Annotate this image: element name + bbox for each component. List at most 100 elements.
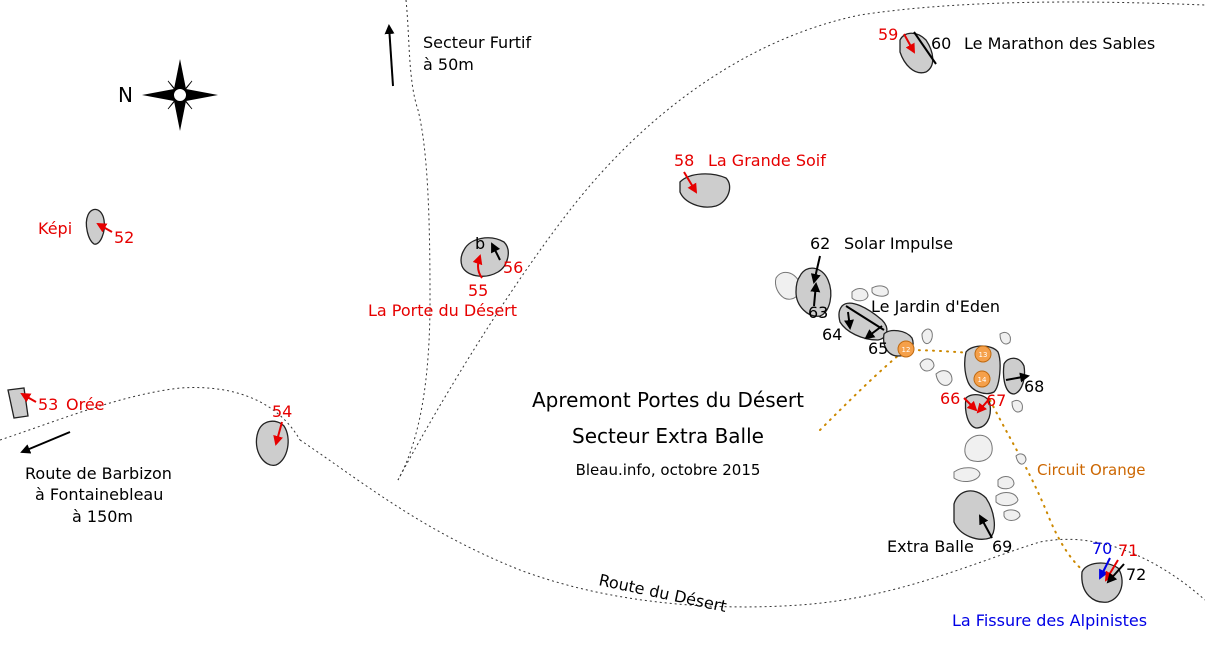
boulder-53-name: Orée <box>66 395 105 414</box>
arrow-52 <box>96 223 113 233</box>
direction-secteur-furtif: Secteur Furtif à 50m <box>384 24 531 87</box>
arrow-55 <box>472 254 483 279</box>
boulder-65-number: 65 <box>868 339 888 358</box>
boulder-69-number: 69 <box>992 537 1012 556</box>
map-title: Apremont Portes du Désert <box>532 388 804 412</box>
arrow-58 <box>683 171 698 194</box>
boulder-63-number: 63 <box>808 303 828 322</box>
boulder-53-shape <box>7 387 29 419</box>
circuit-stop-13-bubble <box>974 345 992 363</box>
boulder-68-shape <box>1002 357 1026 395</box>
boulder-62-63[interactable]: 62 Solar Impulse 63 <box>795 234 953 322</box>
boulder-58-shape <box>679 173 731 208</box>
arrow-54 <box>273 421 283 446</box>
boulder-64-name: Le Jardin d'Eden <box>871 297 1000 316</box>
circuit-stop-13[interactable]: 13 <box>974 345 992 363</box>
light-boulder-11 <box>997 476 1015 490</box>
path-north-east <box>397 1 1205 481</box>
boulder-54-number: 54 <box>272 402 292 421</box>
arrow-68 <box>1005 372 1030 383</box>
light-boulder-4 <box>921 328 933 344</box>
boulder-62-number: 62 <box>810 234 830 253</box>
boulder-52-name: Képi <box>38 219 72 238</box>
compass-w-point <box>142 89 180 101</box>
boulder-58[interactable]: 58 La Grande Soif <box>674 151 826 208</box>
boulder-52[interactable]: Képi 52 <box>38 208 134 247</box>
boulder-58-number: 58 <box>674 151 694 170</box>
compass-north-label: N <box>118 83 133 107</box>
map-title-block: Apremont Portes du Désert Secteur Extra … <box>532 388 804 479</box>
boulder-60-name: Le Marathon des Sables <box>964 34 1155 53</box>
map-subtitle: Secteur Extra Balle <box>572 424 764 448</box>
boulder-62-name: Solar Impulse <box>844 234 953 253</box>
arrow-to-barbizon <box>20 431 71 454</box>
arrow-59 <box>903 33 915 54</box>
circuit-stop-12-number: 12 <box>902 346 911 354</box>
barbizon-label-line2: à Fontainebleau <box>35 485 163 504</box>
boulder-59-60[interactable]: 59 60 Le Marathon des Sables <box>878 25 1155 74</box>
light-boulder-2 <box>851 288 869 302</box>
boulder-70-71-72[interactable]: 70 71 72 La Fissure des Alpinistes <box>952 539 1147 630</box>
boulder-71-number: 71 <box>1118 541 1138 560</box>
boulder-64-number: 64 <box>822 325 842 344</box>
boulder-66-number: 66 <box>940 389 960 408</box>
light-boulder-1 <box>775 271 801 300</box>
compass-s-point <box>174 95 186 131</box>
arrow-64 <box>844 311 854 330</box>
fissure-des-alpinistes-label: La Fissure des Alpinistes <box>952 611 1147 630</box>
boulder-55-56[interactable]: b 56 55 La Porte du Désert <box>368 234 523 320</box>
arrow-65 <box>864 325 883 340</box>
circuit-trail-west <box>819 349 906 431</box>
route-du-desert-label: Route du Désert <box>597 570 728 616</box>
boulder-56-number: 56 <box>503 258 523 277</box>
secteur-furtif-label: Secteur Furtif <box>423 33 531 52</box>
boulder-72-number: 72 <box>1126 565 1146 584</box>
boulder-59-number: 59 <box>878 25 898 44</box>
circuit-orange-label: Circuit Orange <box>1037 461 1145 479</box>
barbizon-label-line3: à 150m <box>72 507 133 526</box>
map-credit: Bleau.info, octobre 2015 <box>576 461 761 479</box>
path-route-barbizon <box>0 387 301 441</box>
boulder-52-shape <box>85 208 106 245</box>
arrow-69 <box>979 514 993 539</box>
compass-rose: N <box>118 59 218 131</box>
circuit-stop-14-bubble <box>973 370 991 388</box>
boulder-60-number: 60 <box>931 34 951 53</box>
boulder-cluster-east <box>775 271 1027 521</box>
light-boulder-6 <box>935 370 953 386</box>
circuit-stop-12[interactable]: 12 <box>897 340 915 358</box>
paths <box>0 0 1205 608</box>
boulder-53[interactable]: 53 Orée <box>7 387 105 419</box>
secteur-furtif-distance: à 50m <box>423 55 474 74</box>
light-boulder-14 <box>1015 453 1027 465</box>
boulder-55-number: 55 <box>468 281 488 300</box>
arrow-67 <box>976 397 991 414</box>
barbizon-label-line1: Route de Barbizon <box>25 464 172 483</box>
boulder-66-shape <box>964 345 1001 395</box>
boulder-58-name: La Grande Soif <box>708 151 826 170</box>
light-boulder-7 <box>999 331 1011 345</box>
boulder-54[interactable]: 54 <box>255 402 292 466</box>
light-boulder-5 <box>919 358 935 372</box>
light-boulder-3 <box>871 285 889 297</box>
arrow-56 <box>491 242 501 261</box>
arrow-to-secteur-furtif <box>384 24 395 87</box>
compass-n-point <box>174 59 186 95</box>
boulder-64-65[interactable]: Le Jardin d'Eden 64 65 <box>822 297 1000 358</box>
light-boulder-9 <box>964 434 993 462</box>
boulder-69[interactable]: Extra Balle 69 <box>887 490 1012 556</box>
circuit-orange-markers: 12 13 14 Circuit Orange <box>897 340 1145 479</box>
boulder-53-number: 53 <box>38 395 58 414</box>
boulder-70-shape <box>1081 562 1123 603</box>
boulder-66-67-68[interactable]: 68 66 67 <box>940 345 1044 429</box>
arrow-53 <box>20 393 37 403</box>
compass-center <box>172 87 188 103</box>
circuit-stop-12-bubble <box>897 340 915 358</box>
light-boulder-12 <box>995 492 1019 507</box>
circuit-stop-14[interactable]: 14 <box>973 370 991 388</box>
arrow-66 <box>963 397 978 412</box>
light-boulder-10 <box>953 467 981 482</box>
arrow-72 <box>1106 563 1125 584</box>
light-boulder-8 <box>1011 399 1023 413</box>
